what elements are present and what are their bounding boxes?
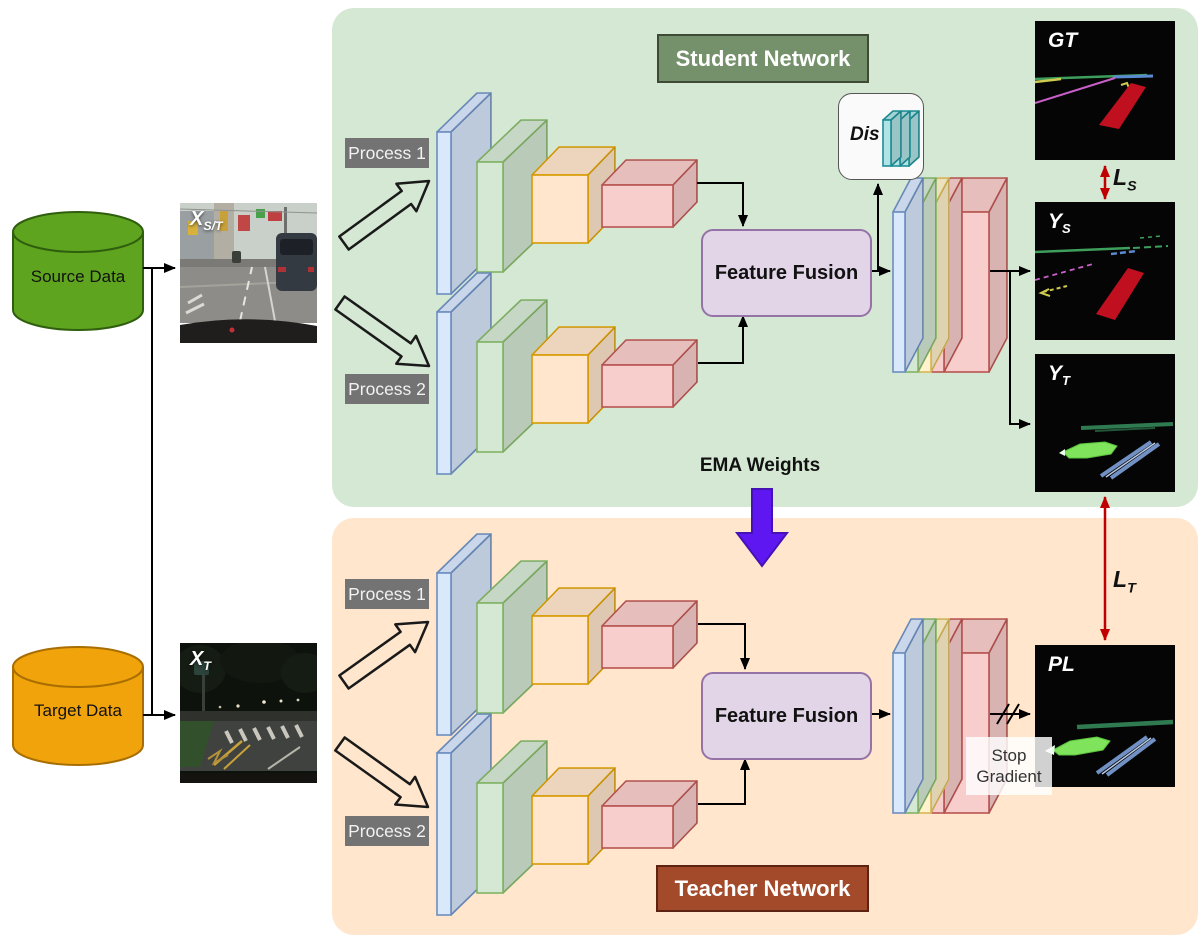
night-street-scene (180, 643, 317, 783)
loss-lt-label: LT (1113, 566, 1136, 597)
loss-ls-label: LS (1113, 164, 1137, 195)
source-image-label: XS/T (190, 208, 223, 233)
stop-gradient-label: Stop Gradient (966, 737, 1052, 795)
stop-gradient-line2: Gradient (976, 767, 1042, 786)
teacher-process-2-label: Process 2 (345, 816, 429, 846)
discriminator-box: Dis (838, 93, 924, 180)
ys-image: YS (1035, 202, 1175, 340)
gt-label: GT (1048, 29, 1078, 52)
pl-label: PL (1048, 653, 1075, 676)
ys-annotations (1035, 235, 1169, 320)
target-input-image: XT (180, 643, 317, 783)
teacher-process-1-label: Process 1 (345, 579, 429, 609)
yt-image: YT (1035, 354, 1175, 492)
pl-image: PL (1035, 645, 1175, 787)
student-network-header: Student Network (657, 34, 869, 83)
source-input-image: XS/T (180, 203, 317, 343)
gt-image: GT (1035, 21, 1175, 160)
yt-label: YT (1048, 362, 1070, 389)
source-data-label: Source Data (30, 267, 126, 286)
student-feature-fusion-box: Feature Fusion (701, 229, 872, 317)
target-data-label: Target Data (34, 701, 122, 720)
stop-gradient-line1: Stop (991, 745, 1027, 765)
teacher-network-header: Teacher Network (656, 865, 869, 912)
teacher-feature-fusion-box: Feature Fusion (701, 672, 872, 760)
ys-label: YS (1048, 210, 1071, 237)
student-process-2-label: Process 2 (345, 374, 429, 404)
yt-annotations (1059, 422, 1174, 480)
gt-annotations (1035, 73, 1154, 129)
pl-annotations (1045, 719, 1174, 777)
discriminator-feature-icon (882, 110, 920, 167)
ema-weights-label: EMA Weights (699, 455, 821, 476)
discriminator-label: Dis (850, 124, 880, 145)
target-image-label: XT (190, 648, 211, 673)
student-process-1-label: Process 1 (345, 138, 429, 168)
day-street-scene (180, 203, 317, 343)
